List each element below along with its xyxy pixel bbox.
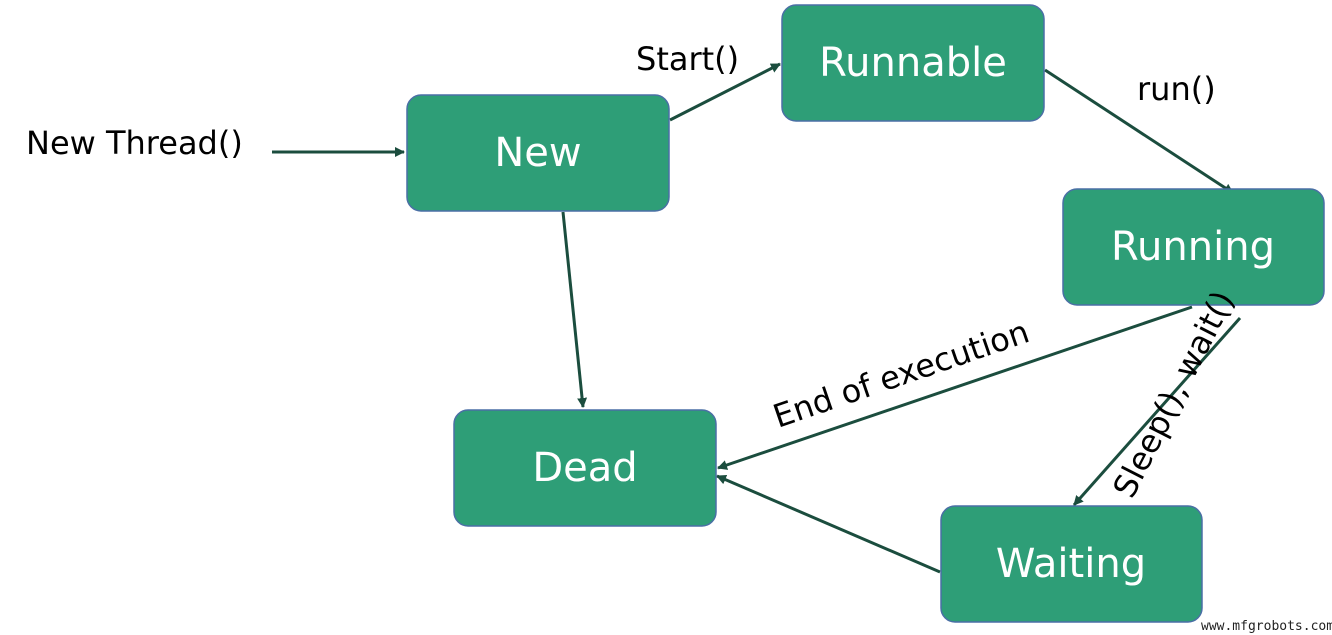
state-dead-label: Dead xyxy=(532,445,637,491)
edge-running-to-waiting xyxy=(1072,317,1242,506)
edge-waiting-to-dead xyxy=(716,474,941,574)
edge-runnable-to-running xyxy=(1044,68,1234,195)
state-runnable: Runnable xyxy=(781,4,1045,122)
edge-new-to-runnable xyxy=(669,62,781,122)
state-running-label: Running xyxy=(1111,224,1275,270)
label-new-thread: New Thread() xyxy=(26,124,243,162)
label-run: run() xyxy=(1137,70,1216,108)
label-start: Start() xyxy=(636,40,739,78)
state-new: New xyxy=(406,94,670,212)
state-runnable-label: Runnable xyxy=(819,40,1007,86)
state-running: Running xyxy=(1062,188,1325,306)
edge-new-to-dead xyxy=(561,211,588,408)
state-waiting-label: Waiting xyxy=(996,541,1146,587)
state-waiting: Waiting xyxy=(940,505,1203,623)
edge-running-to-dead xyxy=(717,305,1193,470)
watermark-text: www.mfgrobots.com xyxy=(1201,619,1332,634)
state-new-label: New xyxy=(494,130,581,176)
label-sleep-wait: Sleep(), wait() xyxy=(1105,285,1242,504)
state-dead: Dead xyxy=(453,409,717,527)
